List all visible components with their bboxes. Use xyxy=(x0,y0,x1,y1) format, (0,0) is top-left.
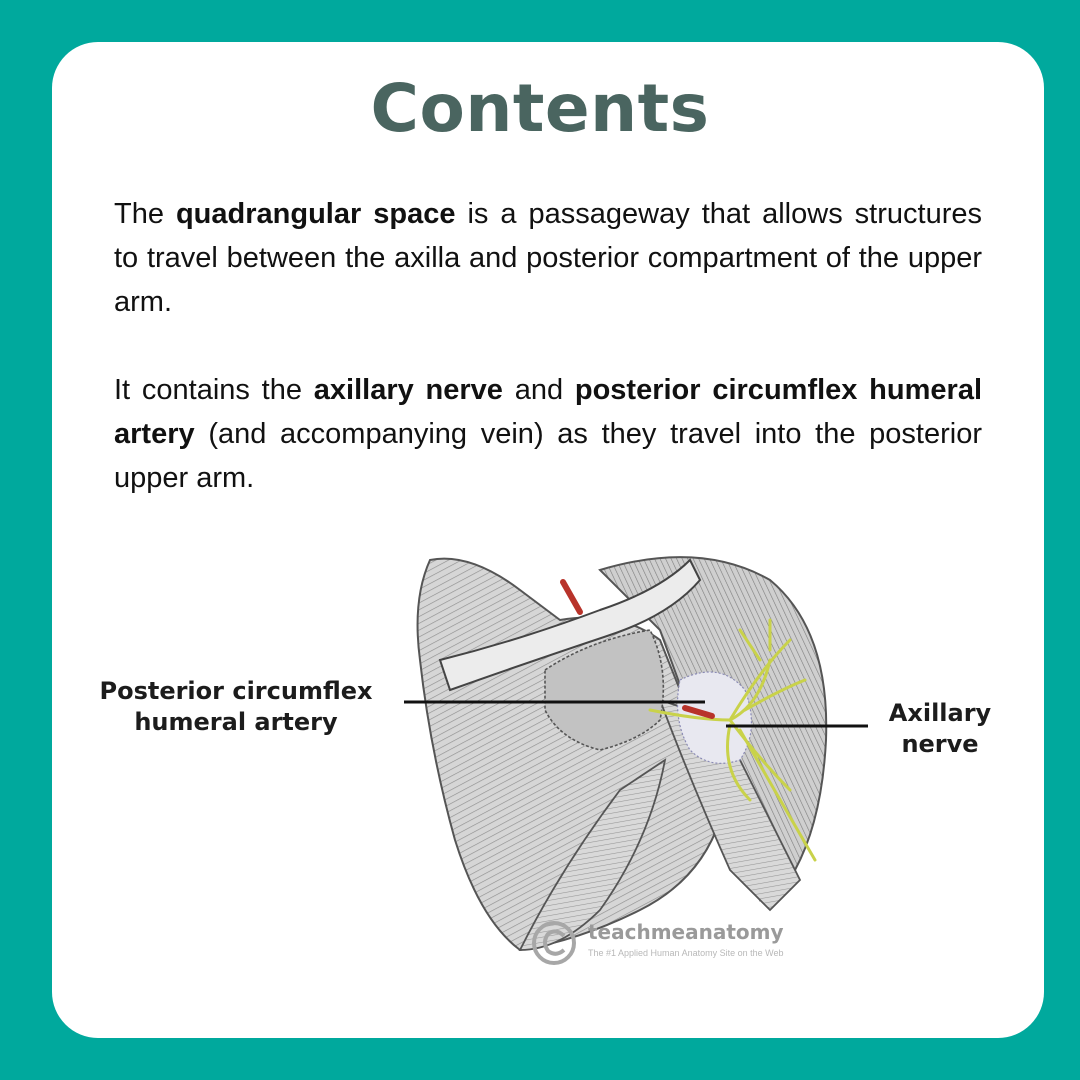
quadrangular-space xyxy=(676,671,753,764)
nerve-label-line: Axillary xyxy=(888,699,992,727)
contents-paragraph: It contains the axillary nerve and poste… xyxy=(114,368,982,500)
text-run: (and accompanying vein) as they travel i… xyxy=(114,418,982,494)
suprascapular-artery-drawing xyxy=(560,579,583,615)
watermark-tagline: The #1 Applied Human Anatomy Site on the… xyxy=(588,948,784,958)
artery-label-line: humeral artery xyxy=(134,708,338,736)
page-title: Contents xyxy=(370,70,710,147)
nerve-label-line: nerve xyxy=(901,730,979,758)
term-quadrangular-space: quadrangular space xyxy=(175,198,456,230)
intro-paragraph: The quadrangular space is a passageway t… xyxy=(114,192,982,324)
watermark-brand: teachmeanatomy xyxy=(588,920,784,944)
scapular-spine xyxy=(438,558,702,692)
text-run: It contains the xyxy=(114,374,314,406)
text-run: is a passageway that allows structures t… xyxy=(114,198,982,318)
text-run: and xyxy=(502,374,575,406)
nerve-label: Axillary nerve xyxy=(872,698,1008,760)
artery-label: Posterior circumflex humeral artery xyxy=(86,676,386,738)
copyright-logo xyxy=(532,921,576,965)
term-axillary-nerve: axillary nerve xyxy=(313,374,503,406)
text-run: The xyxy=(114,198,176,230)
term-posterior-circumflex-humeral-artery: posterior circumflex humeral artery xyxy=(114,374,983,450)
axillary-nerve-drawing xyxy=(648,618,817,862)
artery-label-line: Posterior circumflex xyxy=(99,677,373,705)
infraspinous-window xyxy=(544,629,665,751)
posterior-circumflex-humeral-artery-drawing xyxy=(682,705,715,719)
anatomy-illustration xyxy=(404,556,868,965)
